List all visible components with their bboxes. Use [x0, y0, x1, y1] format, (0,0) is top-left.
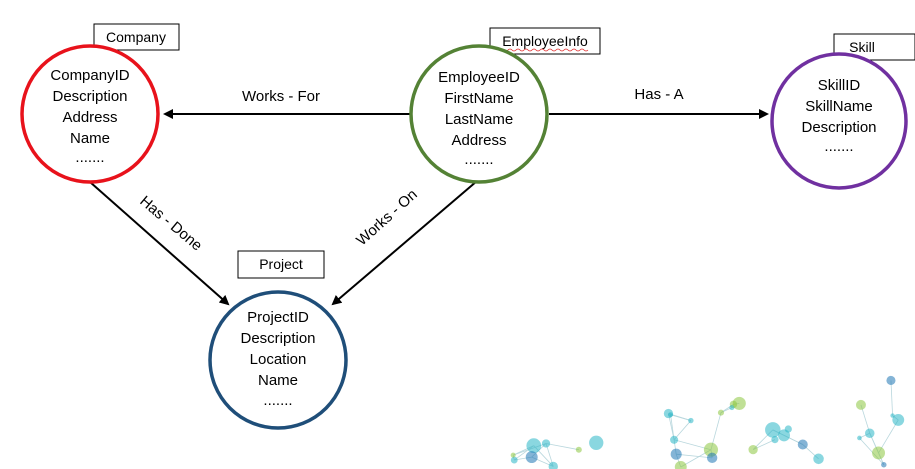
- entity-skill: Skill SkillID SkillName Description ....…: [770, 33, 915, 190]
- network-dot: [674, 461, 687, 469]
- employee-field: LastName: [445, 111, 513, 128]
- network-dot: [510, 456, 518, 464]
- employee-field: Address: [451, 132, 506, 149]
- network-dot: [765, 422, 781, 438]
- company-tag-box: [93, 23, 180, 51]
- project-circle: [208, 290, 348, 430]
- network-dot: [729, 405, 735, 411]
- entity-company: Company CompanyID Description Address Na…: [20, 23, 180, 184]
- skill-tag: Skill: [849, 39, 875, 55]
- project-tag: Project: [259, 256, 303, 272]
- network-dot: [525, 451, 538, 464]
- network-dot: [784, 425, 792, 433]
- network-dot: [541, 439, 551, 448]
- company-circle: [20, 44, 160, 184]
- employee-field: FirstName: [444, 90, 513, 107]
- label-has-a: Has - A: [634, 86, 683, 103]
- project-field: Location: [250, 351, 307, 368]
- network-dot: [688, 417, 694, 424]
- network-dot: [732, 396, 746, 410]
- skill-circle: [770, 52, 908, 190]
- company-field: Address: [62, 109, 117, 126]
- network-dot: [663, 408, 674, 419]
- employee-field: EmployeeID: [438, 69, 520, 86]
- label-works-on: Works - On: [353, 186, 421, 249]
- label-works-for: Works - For: [242, 88, 320, 105]
- entity-project: Project ProjectID Description Location N…: [208, 250, 348, 430]
- project-field: .......: [263, 392, 292, 409]
- entity-employee: EmployeeInfo EmployeeID FirstName LastNa…: [409, 27, 601, 184]
- spellcheck-underline: [499, 48, 589, 52]
- network-dot: [881, 462, 887, 468]
- network-dot: [548, 461, 558, 469]
- network-dot: [872, 446, 886, 460]
- project-field: ProjectID: [247, 309, 309, 326]
- network-dot: [771, 436, 779, 444]
- network-dot: [748, 444, 758, 455]
- skill-field: SkillName: [805, 98, 873, 115]
- network-dot: [589, 435, 604, 450]
- network-dot: [575, 446, 582, 453]
- company-tag: Company: [106, 29, 166, 45]
- network-dot: [670, 435, 679, 444]
- project-field: Name: [258, 372, 298, 389]
- employee-circle: [409, 44, 549, 184]
- network-dot: [892, 414, 905, 426]
- network-link: [859, 437, 885, 466]
- network-dot: [706, 452, 718, 464]
- company-field: .......: [75, 149, 104, 166]
- company-field: Name: [70, 130, 110, 147]
- network-link: [545, 443, 579, 451]
- network-dot: [865, 428, 875, 438]
- network-dot: [857, 435, 862, 441]
- network-dot: [670, 448, 682, 460]
- network-dot: [717, 409, 725, 416]
- network-link: [890, 380, 893, 416]
- network-dot: [526, 438, 542, 454]
- network-dot: [855, 399, 866, 410]
- project-tag-box: [237, 250, 325, 279]
- label-has-done: Has - Done: [136, 193, 205, 255]
- network-dot: [510, 452, 516, 458]
- company-field: Description: [52, 88, 127, 105]
- skill-field: Description: [801, 119, 876, 136]
- skill-field: .......: [824, 138, 853, 155]
- project-field: Description: [240, 330, 315, 347]
- employee-tag: EmployeeInfo: [502, 33, 588, 49]
- skill-field: SkillID: [818, 77, 861, 94]
- employee-field: .......: [464, 151, 493, 168]
- network-dot: [797, 439, 808, 450]
- network-dot: [890, 413, 895, 418]
- edge-works-on: [331, 180, 478, 306]
- company-field: CompanyID: [50, 67, 129, 84]
- network-dot: [886, 375, 896, 385]
- edge-has-done: [89, 181, 230, 306]
- network-dot: [813, 453, 824, 465]
- network-decoration: [510, 375, 905, 469]
- network-link: [673, 420, 692, 441]
- network-link: [676, 453, 713, 459]
